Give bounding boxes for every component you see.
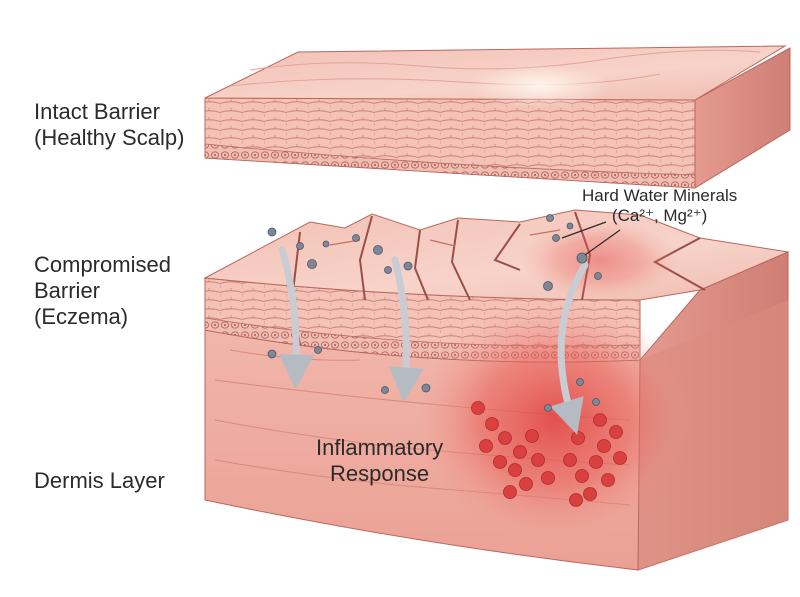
compromised-block xyxy=(203,209,790,571)
immune-cell xyxy=(541,471,555,485)
intact-barrier-title: Intact Barrier xyxy=(34,99,160,124)
mineral-particle xyxy=(314,346,322,354)
immune-cell xyxy=(519,477,533,491)
compromised-barrier-line3: (Eczema) xyxy=(34,303,129,329)
immune-cell xyxy=(493,455,507,469)
inflammatory-response-line2: Response xyxy=(330,460,430,486)
immune-cell xyxy=(479,439,493,453)
immune-cell xyxy=(609,425,623,439)
mineral-particle xyxy=(373,245,383,255)
mineral-particle xyxy=(267,349,277,359)
inflammatory-response-line1: Inflammatory xyxy=(316,435,444,460)
penetration-arrows xyxy=(278,246,589,435)
inflammatory-cells xyxy=(471,401,627,507)
immune-cell xyxy=(525,429,539,443)
mineral-particle xyxy=(307,259,317,269)
hard-water-minerals-ions: (Ca²⁺, Mg²⁺) xyxy=(611,206,708,226)
mineral-leader-lines xyxy=(561,221,621,256)
immune-cell xyxy=(601,473,615,487)
immune-cell xyxy=(593,413,607,427)
mineral-particle xyxy=(552,234,560,242)
hard-water-minerals-label: Hard Water Minerals (Ca²⁺, Mg²⁺) xyxy=(582,186,737,226)
dermis-layer-label: Dermis Layer xyxy=(34,468,165,494)
immune-cell xyxy=(563,453,577,467)
mineral-particle xyxy=(543,281,553,291)
immune-cell xyxy=(498,431,512,445)
mineral-particle xyxy=(381,386,389,394)
intact-barrier-label: Intact Barrier (Healthy Scalp) xyxy=(34,99,184,151)
mineral-particle xyxy=(296,242,304,250)
penetration-arrow xyxy=(278,246,314,390)
hard-water-minerals-title: Hard Water Minerals xyxy=(582,186,738,205)
penetration-arrow xyxy=(550,261,589,435)
immune-cell xyxy=(503,485,517,499)
mineral-particle xyxy=(592,398,600,406)
immune-cell xyxy=(571,431,585,445)
mineral-particle xyxy=(384,266,392,274)
immune-cell xyxy=(485,417,499,431)
immune-cell xyxy=(613,451,627,465)
mineral-particle xyxy=(546,214,554,222)
inflammatory-response-label: Inflammatory Response xyxy=(316,435,443,487)
mineral-particle xyxy=(566,222,574,230)
mineral-particle xyxy=(576,378,584,386)
mineral-particle xyxy=(421,383,431,393)
immune-cell xyxy=(508,463,522,477)
dermis-layer-text: Dermis Layer xyxy=(34,468,165,493)
immune-cell xyxy=(575,469,589,483)
mineral-particle xyxy=(576,252,588,264)
mineral-particle xyxy=(322,240,330,248)
penetration-arrow xyxy=(388,256,424,403)
mineral-particle xyxy=(267,227,277,237)
mineral-particle xyxy=(544,404,552,412)
mineral-particle xyxy=(352,234,360,242)
immune-cell xyxy=(531,453,545,467)
immune-cell xyxy=(597,439,611,453)
mineral-particles xyxy=(267,214,602,412)
intact-barrier-block xyxy=(204,45,791,189)
compromised-barrier-line2: Barrier xyxy=(34,277,101,303)
immune-cell xyxy=(513,445,527,459)
immune-cell xyxy=(589,455,603,469)
mineral-particle xyxy=(594,272,602,280)
mineral-particle xyxy=(403,261,413,271)
immune-cell xyxy=(471,401,485,415)
compromised-barrier-label: Compromised Barrier (Eczema) xyxy=(34,252,171,330)
immune-cell xyxy=(583,487,597,501)
intact-barrier-subtitle: (Healthy Scalp) xyxy=(34,124,185,150)
compromised-barrier-line1: Compromised xyxy=(34,252,171,277)
immune-cell xyxy=(569,493,583,507)
